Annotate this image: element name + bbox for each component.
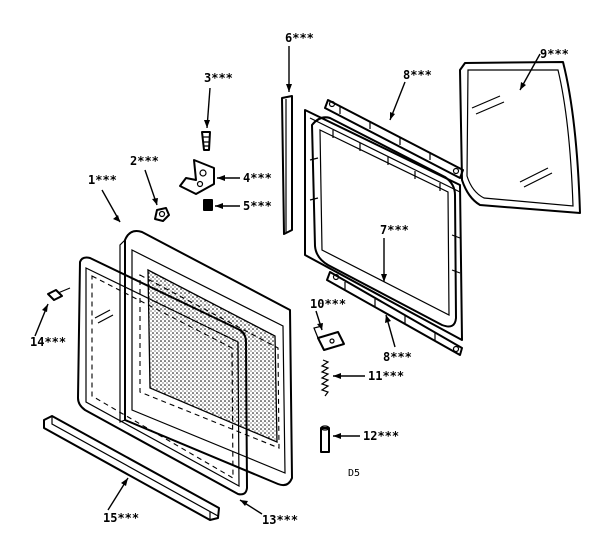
bottom-trim-part xyxy=(43,415,220,521)
spring-part xyxy=(320,359,330,397)
window-glass-part xyxy=(459,61,581,214)
callout-13: 13*** xyxy=(262,513,298,527)
screw-part xyxy=(47,287,71,301)
callout-9: 9*** xyxy=(540,47,569,61)
callout-4: 4*** xyxy=(243,171,272,185)
callout-2: 2*** xyxy=(130,154,159,168)
callout-1: 1*** xyxy=(88,173,117,187)
hinge-assembly-part xyxy=(179,131,215,211)
callout-10: 10*** xyxy=(310,297,346,311)
callout-8-bottom: 8*** xyxy=(383,350,412,364)
vertical-trim-strip-part xyxy=(281,95,293,235)
nut-part xyxy=(154,207,170,222)
callout-labels: 1*** 2*** 3*** 4*** 5*** 6*** 7*** 8*** … xyxy=(30,31,569,527)
leader-lines xyxy=(34,46,541,515)
callout-6: 6*** xyxy=(285,31,314,45)
latch-part xyxy=(313,325,345,351)
callout-14: 14*** xyxy=(30,335,66,349)
inner-glass-pane-part xyxy=(77,256,248,496)
callout-3: 3*** xyxy=(204,71,233,85)
outer-door-panel-part xyxy=(119,230,293,487)
upper-rail-part xyxy=(324,99,464,179)
callout-15: 15*** xyxy=(103,511,139,525)
callout-5: 5*** xyxy=(243,199,272,213)
door-liner-frame-part xyxy=(304,109,463,341)
diagram-code: D5 xyxy=(348,468,360,479)
bushing-part xyxy=(320,425,330,453)
callout-8-top: 8*** xyxy=(403,68,432,82)
callout-12: 12*** xyxy=(363,429,399,443)
callout-7: 7*** xyxy=(380,223,409,237)
lower-rail-part xyxy=(326,271,463,356)
callout-11: 11*** xyxy=(368,369,404,383)
